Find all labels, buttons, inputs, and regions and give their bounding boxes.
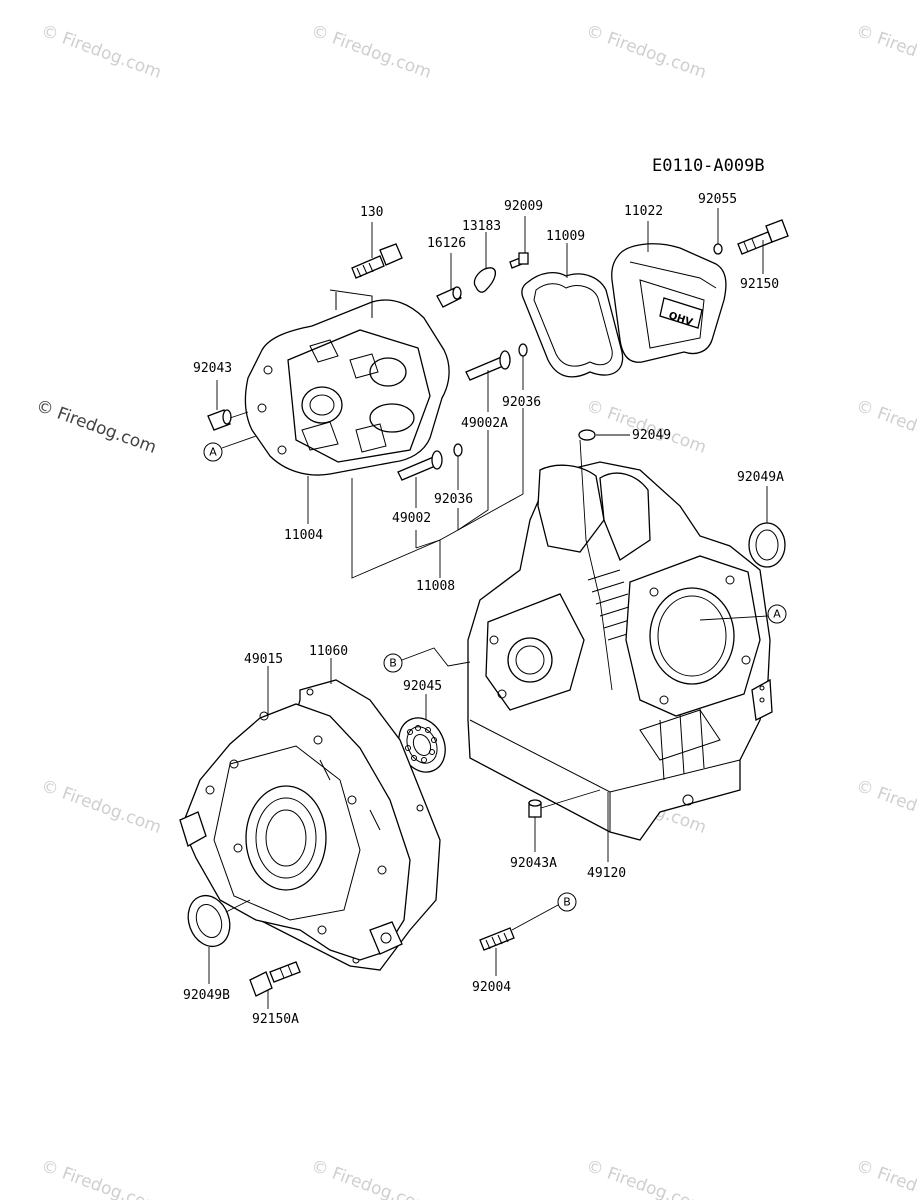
watermark: © Firedog.com	[33, 396, 159, 458]
clip-13183-drawing	[473, 267, 497, 293]
ref-marker-b-bottom: B	[511, 892, 577, 931]
part-number-labels: 130 16126 13183 92009 11009 11022 92055 …	[183, 192, 784, 1027]
part-number-label: 49015	[244, 652, 283, 667]
leader-92043A-b	[540, 789, 601, 809]
crankcase-cover-49015-drawing	[179, 703, 411, 961]
part-number-label: 92043A	[510, 856, 557, 871]
part-number-label: 92049B	[183, 988, 230, 1003]
part-number-label: 92150	[740, 277, 779, 292]
bolt-92150-drawing	[737, 219, 789, 255]
plug-92049-drawing	[578, 429, 596, 441]
screw-92009-drawing	[509, 252, 529, 269]
watermark: © Firedog.com	[38, 21, 164, 83]
ref-marker-label: B	[389, 657, 397, 670]
part-number-label: 92043	[193, 361, 232, 376]
part-number-label: 92049	[632, 428, 671, 443]
ref-marker-b-left: B	[383, 647, 471, 673]
part-number-label: 130	[360, 205, 383, 220]
part-number-label: 92049A	[737, 470, 784, 485]
watermark: © Firedog.com	[308, 21, 434, 83]
part-number-label: 16126	[427, 236, 466, 251]
gasket-11009-drawing	[521, 271, 624, 378]
seal-92049A-drawing	[748, 522, 786, 568]
keeper-92036-low-drawing	[453, 443, 463, 457]
ref-marker-label: B	[563, 896, 571, 909]
part-number-label: 49002	[392, 511, 431, 526]
bearing-92045-drawing	[398, 717, 446, 773]
leader-11008-bracket	[351, 408, 524, 579]
watermark: © Firedog.com	[308, 1156, 434, 1200]
diagram-code: E0110-A009B	[652, 156, 765, 176]
watermark: © Firedog.com	[853, 21, 917, 83]
pin-16126-drawing	[436, 286, 462, 308]
dowel-92043-drawing	[207, 409, 232, 431]
ref-marker-a-right: A	[699, 604, 787, 624]
watermark: © Firedog.com	[853, 396, 917, 458]
ref-marker-label: A	[209, 446, 217, 459]
part-number-label: 92036	[502, 395, 541, 410]
part-number-label: 92004	[472, 980, 511, 995]
part-number-label: 92045	[403, 679, 442, 694]
valve-49002-drawing	[397, 450, 443, 481]
part-number-label: 92009	[504, 199, 543, 214]
part-number-label: 92055	[698, 192, 737, 207]
watermark: © Firedog.com	[38, 1156, 164, 1200]
ref-marker-a-left: A	[203, 435, 257, 462]
part-number-label: 49002A	[461, 416, 508, 431]
keeper-92036-top-drawing	[518, 343, 528, 357]
part-number-label: 11009	[546, 229, 585, 244]
watermark: © Firedog.com	[583, 396, 709, 458]
watermark: © Firedog.com	[853, 1156, 917, 1200]
valve-49002A-drawing	[465, 350, 511, 381]
ref-marker-label: A	[773, 608, 781, 621]
stud-92004-drawing	[479, 927, 515, 951]
watermark: © Firedog.com	[583, 21, 709, 83]
watermark: © Firedog.com	[853, 776, 917, 838]
part-number-label: 92036	[434, 492, 473, 507]
cylinder-head-11004-drawing	[244, 289, 450, 476]
part-number-label: 13183	[462, 219, 501, 234]
part-number-label: 11022	[624, 204, 663, 219]
watermark: © Firedog.com	[583, 1156, 709, 1200]
seal-92049B-drawing	[187, 894, 231, 948]
part-number-label: 11060	[309, 644, 348, 659]
part-number-label: 92150A	[252, 1012, 299, 1027]
crankcase-49120-drawing	[467, 439, 773, 841]
valve-cover-11022-drawing: OHV	[611, 243, 727, 363]
part-number-label: 49120	[587, 866, 626, 881]
part-number-label: 11008	[416, 579, 455, 594]
watermark: © Firedog.com	[38, 776, 164, 838]
oring-92055-drawing	[713, 243, 723, 255]
leader-92049B-b	[225, 899, 251, 913]
leader-92043-b	[229, 411, 249, 419]
bolt-92150A-drawing	[249, 961, 301, 997]
bolt-130-drawing	[351, 243, 403, 279]
dowel-92043A-drawing	[528, 799, 542, 818]
part-number-label: 11004	[284, 528, 323, 543]
